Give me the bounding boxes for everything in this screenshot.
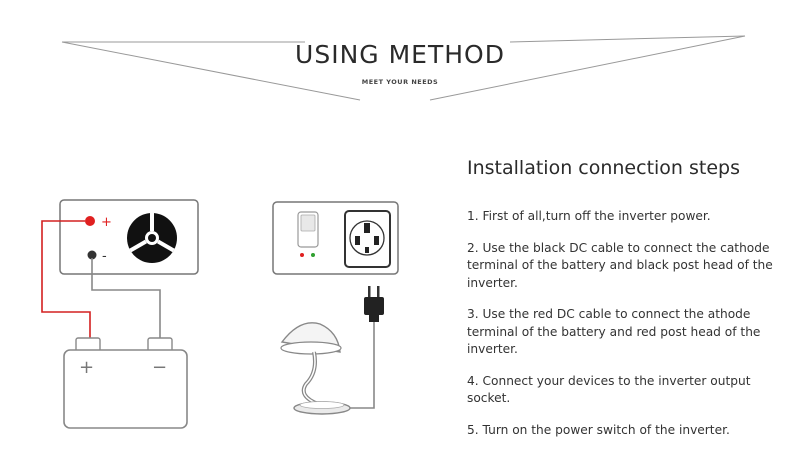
battery-plus-label: + — [79, 357, 94, 378]
battery-minus-label: − — [152, 357, 167, 378]
banner-chevron-left — [61, 41, 361, 101]
instruction-step: 3. Use the red DC cable to connect the a… — [467, 307, 761, 356]
banner-chevron-right — [429, 35, 746, 101]
instruction-step: 4. Connect your devices to the inverter … — [467, 373, 751, 406]
positive-terminal — [85, 216, 95, 226]
fan-icon — [127, 213, 177, 263]
positive-terminal-label: + — [101, 215, 112, 230]
negative-terminal-label: - — [102, 249, 107, 264]
plug-icon — [364, 286, 384, 322]
page-subtitle: MEET YOUR NEEDS — [361, 78, 439, 86]
lamp-cable — [335, 322, 375, 409]
instruction-step: 2. Use the black DC cable to connect the… — [467, 240, 773, 290]
wiring-diagram: + - + − — [41, 199, 399, 429]
battery-icon — [63, 337, 188, 429]
banner-line-top-right — [509, 35, 746, 43]
instruction-step: 1. First of all,turn off the inverter po… — [467, 209, 711, 223]
black-wire — [91, 258, 161, 350]
universal-outlet-icon — [344, 210, 391, 268]
header-banner — [61, 35, 746, 101]
desk-lamp-icon — [280, 322, 351, 415]
instructions-title: Installation connection steps — [467, 157, 740, 179]
instruction-step: 5. Turn on the power switch of the inver… — [467, 422, 730, 437]
red-wire — [41, 220, 91, 350]
negative-terminal — [87, 250, 97, 260]
instructions-list: 1. First of all,turn off the inverter po… — [467, 208, 787, 453]
page-title: USING METHOD — [295, 40, 505, 69]
power-switch-icon — [297, 211, 319, 257]
